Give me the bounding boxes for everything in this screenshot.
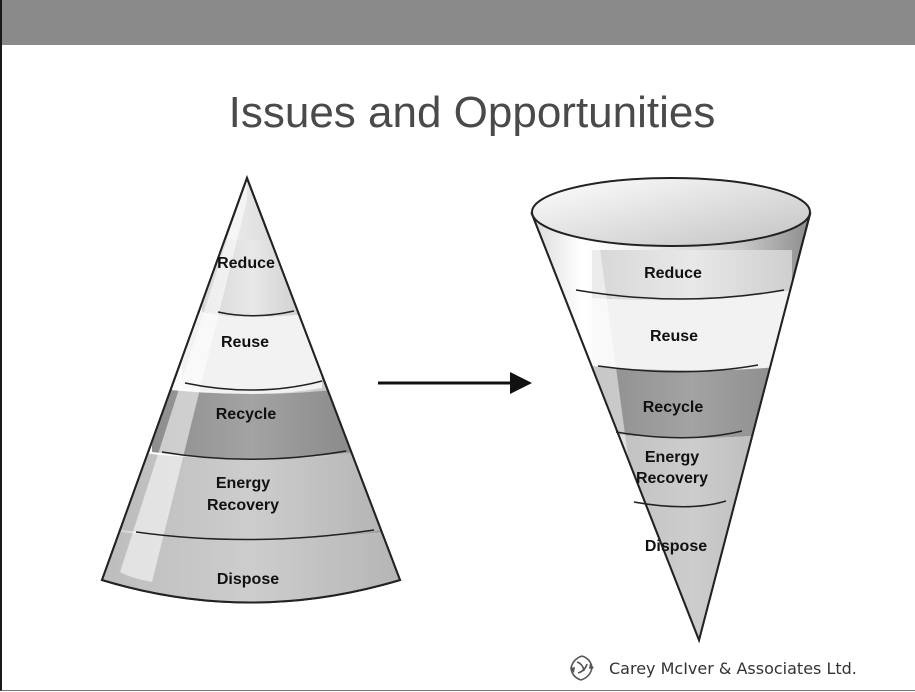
left-layer-dispose: Dispose: [217, 571, 279, 588]
right-layer-recovery: Recovery: [636, 470, 708, 487]
slide-header-bar: [2, 0, 915, 45]
right-layer-recycle: Recycle: [643, 399, 704, 416]
company-footer: Carey McIver & Associates Ltd.: [567, 652, 857, 684]
right-layer-reduce: Reduce: [644, 265, 702, 282]
recycle-swirl-icon: [570, 655, 594, 681]
right-cone: Reduce Reuse Recycle Energy Recovery Dis…: [530, 177, 812, 644]
company-name: Carey McIver & Associates Ltd.: [609, 658, 857, 678]
right-layer-reuse: Reuse: [650, 328, 698, 345]
left-cone: Reduce Reuse Recycle Energy Recovery Dis…: [100, 175, 402, 604]
left-layer-reuse: Reuse: [221, 334, 269, 351]
left-layer-energy: Energy: [216, 475, 270, 492]
left-layer-reduce: Reduce: [217, 255, 275, 272]
transition-arrow: [378, 372, 532, 394]
right-layer-energy: Energy: [645, 449, 699, 466]
left-layer-recycle: Recycle: [216, 406, 277, 423]
left-layer-recovery: Recovery: [207, 497, 279, 514]
right-layer-dispose: Dispose: [645, 538, 707, 555]
slide-title: Issues and Opportunities: [228, 88, 716, 137]
